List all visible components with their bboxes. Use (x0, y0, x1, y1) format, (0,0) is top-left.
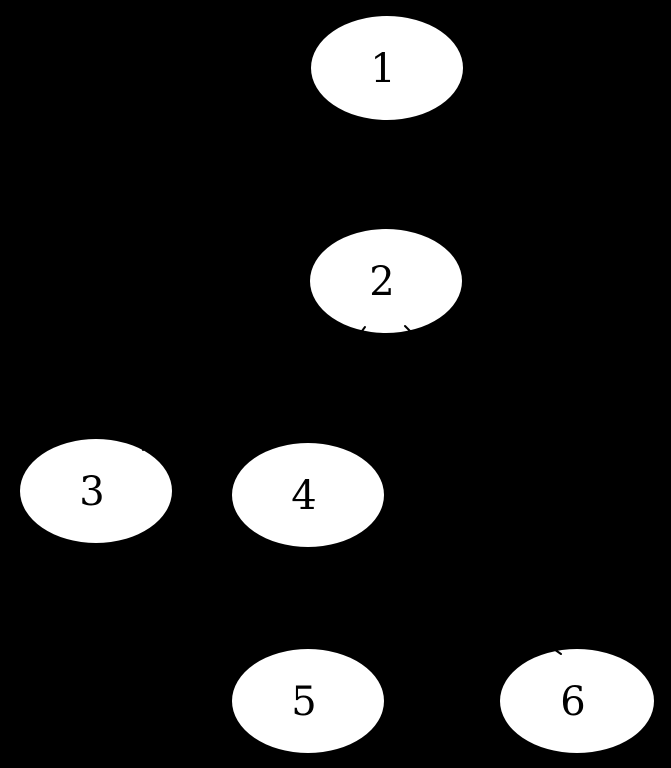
graph-node-1: 1 (311, 16, 463, 120)
edge-boundary-mark (550, 646, 562, 655)
graph-node-6: 6 (500, 649, 654, 753)
node-label: 4 (291, 473, 316, 519)
node-label: 5 (291, 679, 316, 725)
node-ellipse (311, 16, 463, 120)
graph-node-3: 3 (20, 439, 172, 543)
node-ellipse (232, 443, 384, 547)
edge-boundary-mark (142, 440, 154, 451)
edge-boundary-mark (358, 326, 366, 336)
node-ellipse (20, 439, 172, 543)
graph-edge-marks-layer (142, 325, 562, 655)
node-ellipse (232, 649, 384, 753)
graph-node-4: 4 (232, 443, 384, 547)
graph-nodes-layer: 1 2 3 4 5 6 (20, 16, 654, 753)
edge-boundary-mark (404, 325, 414, 335)
node-label: 6 (560, 679, 585, 725)
node-label: 1 (370, 46, 395, 92)
graph-node-5: 5 (232, 649, 384, 753)
node-label: 2 (369, 259, 394, 305)
node-ellipse (500, 649, 654, 753)
graph-node-2: 2 (310, 229, 462, 333)
node-label: 3 (79, 469, 104, 515)
node-ellipse (310, 229, 462, 333)
